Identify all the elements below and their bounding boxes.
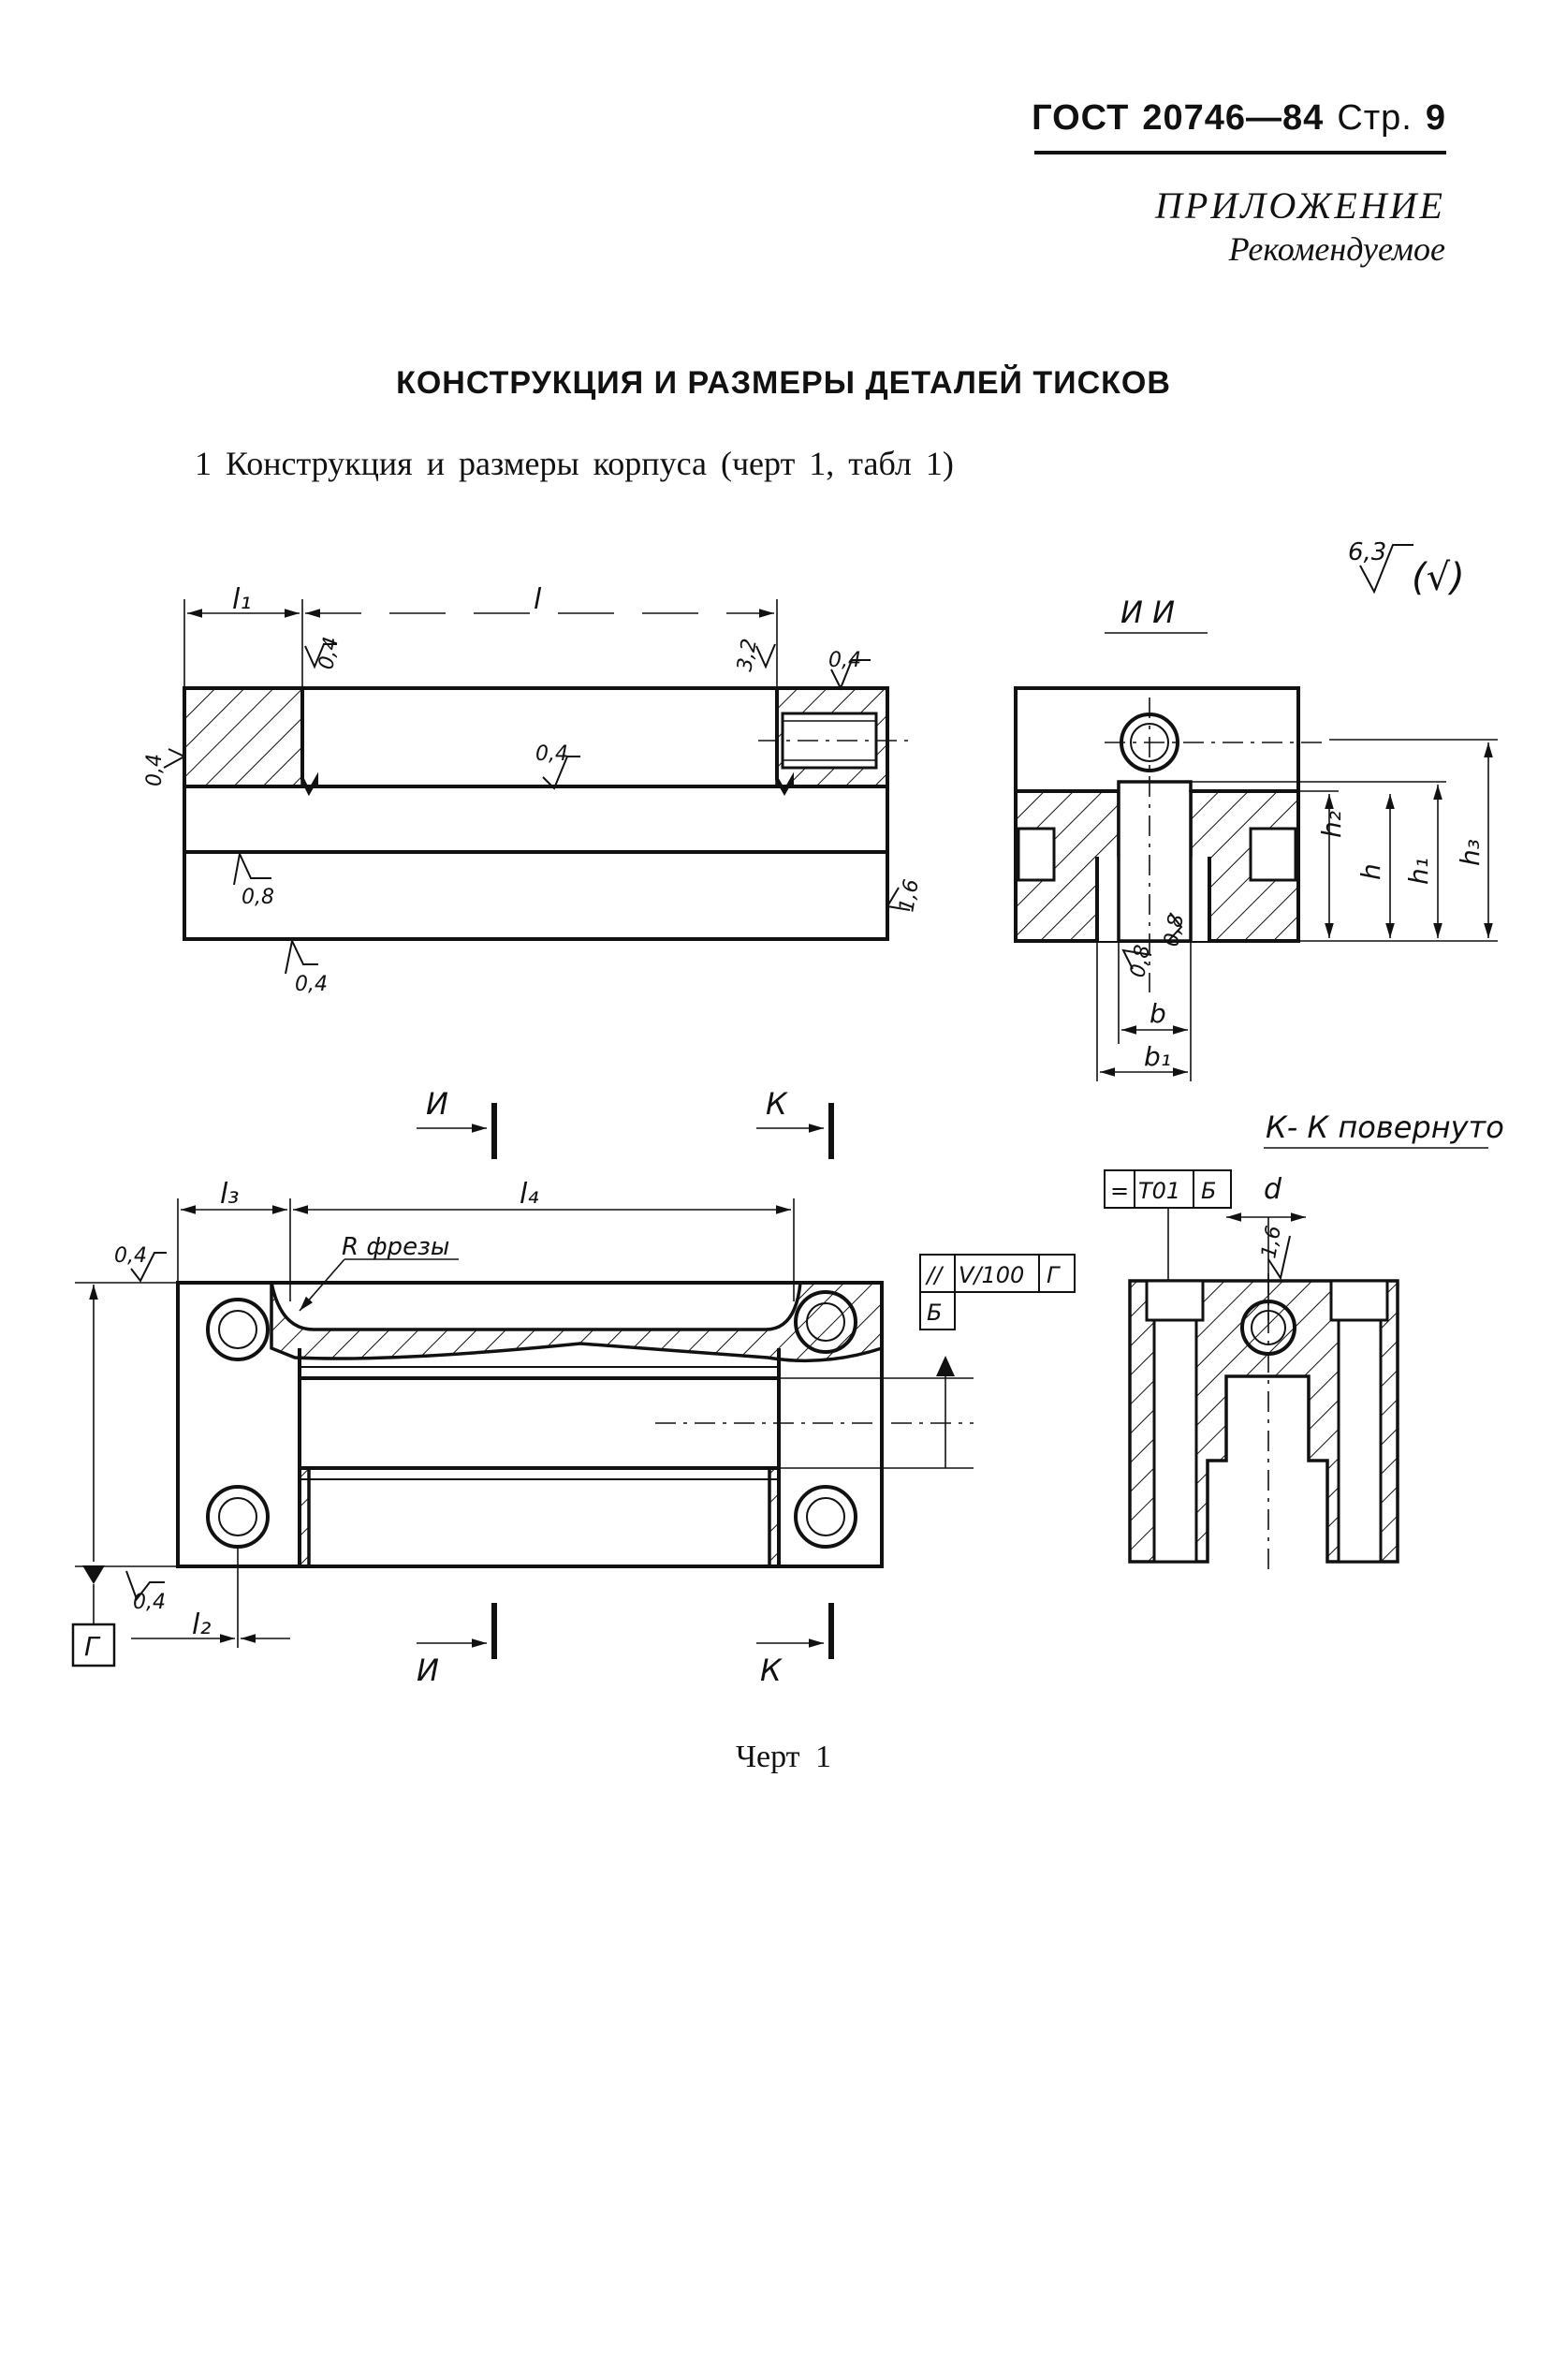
section-i-i: И И h₂ h h₁ h₃ 0,8 0,8 — [1014, 595, 1498, 1081]
appendix-block: ПРИЛОЖЕНИЕ Рекомендуемое — [1155, 184, 1445, 269]
rough-04-c: 0,4 — [535, 742, 568, 766]
mill-radius-label: R фрезы — [342, 1233, 449, 1261]
front-view: l₁ l 0,4 3,2 0,4 0,4 0,4 0,8 1,6 0,4 — [143, 583, 924, 996]
plan-view: И К l₃ l₄ R фрезы — [71, 1086, 1076, 1688]
dim-l4: l₄ — [520, 1178, 538, 1211]
hole-top-right — [794, 1290, 857, 1354]
tol-symmetry-symbol: = — [1110, 1178, 1129, 1204]
dim-h2: h₂ — [1316, 811, 1347, 838]
general-roughness-symbol: 6,3 (√) — [1348, 538, 1465, 599]
rough-kk-16: 1,6 — [1257, 1224, 1286, 1260]
hole-top-left — [206, 1298, 270, 1361]
rough-04-d: 0,4 — [143, 754, 167, 786]
appendix-status: Рекомендуемое — [1228, 230, 1445, 268]
rough-04-e: 0,4 — [295, 973, 328, 996]
cut-k-bottom: К — [760, 1653, 783, 1688]
rough-04-a: 0,4 — [315, 635, 344, 671]
dim-h3: h₃ — [1455, 839, 1486, 866]
dim-b1: b₁ — [1144, 1041, 1171, 1072]
page-word: Стр. — [1337, 98, 1413, 138]
paragraph-1: 1 Конструкция и размеры корпуса (черт 1,… — [195, 445, 954, 482]
rough-32: 3,2 — [733, 637, 762, 673]
section-ii-label: И И — [1120, 595, 1175, 630]
dim-l3: l₃ — [220, 1178, 239, 1211]
dim-l1: l₁ — [232, 583, 251, 616]
tol-symmetry-datum: Б — [1201, 1178, 1216, 1204]
rough-plan-04-top: 0,4 — [114, 1244, 147, 1268]
rough-16: 1,6 — [895, 877, 924, 914]
dim-h1: h₁ — [1403, 858, 1434, 885]
page-number: 9 — [1425, 98, 1446, 138]
hole-bottom-left — [206, 1485, 270, 1549]
tol-parallel-datum: Г — [1047, 1262, 1061, 1288]
section-k-k: К- К повернуто = Т01 Б d 1,6 — [1104, 1109, 1504, 1573]
tol-symmetry-value: Т01 — [1138, 1178, 1180, 1204]
rough-ii-08-b: 0,8 — [1160, 912, 1189, 948]
page-header: ГОСТ 20746—84 Стр. 9 — [1032, 98, 1446, 156]
header-text: ГОСТ 20746—84 Стр. 9 — [1018, 98, 1446, 139]
datum-g: Г — [84, 1631, 101, 1662]
rough-ii-08-a: 0,8 — [1126, 943, 1155, 979]
hole-bottom-right — [794, 1485, 857, 1549]
tol-parallel-symbol: // — [925, 1262, 945, 1288]
standard-label: ГОСТ — [1032, 98, 1130, 138]
figure-caption: Черт 1 — [735, 1740, 832, 1774]
roughness-general-paren: (√) — [1412, 556, 1465, 599]
cut-k-top: К — [766, 1086, 788, 1122]
dim-h: h — [1355, 863, 1386, 880]
cut-i-top: И — [426, 1086, 448, 1122]
rough-plan-04-bottom: 0,4 — [133, 1591, 166, 1614]
rough-08: 0,8 — [242, 886, 274, 909]
dim-b: b — [1150, 998, 1166, 1029]
tol-parallel-value: V/100 — [959, 1262, 1024, 1288]
dim-l: l — [534, 583, 542, 616]
roughness-general-value: 6,3 — [1348, 538, 1386, 566]
datum-b: Б — [927, 1300, 942, 1326]
dim-l2: l₂ — [192, 1609, 211, 1641]
section-kk-label: К- К повернуто — [1266, 1109, 1504, 1145]
rough-04-b: 0,4 — [828, 649, 861, 672]
appendix-label: ПРИЛОЖЕНИЕ — [1155, 184, 1445, 227]
header-rule — [1034, 151, 1446, 154]
dim-d: d — [1264, 1173, 1282, 1206]
cut-i-bottom: И — [417, 1653, 439, 1688]
standard-number: 20746—84 — [1142, 98, 1325, 138]
page-title: КОНСТРУКЦИЯ И РАЗМЕРЫ ДЕТАЛЕЙ ТИСКОВ — [396, 365, 1171, 401]
